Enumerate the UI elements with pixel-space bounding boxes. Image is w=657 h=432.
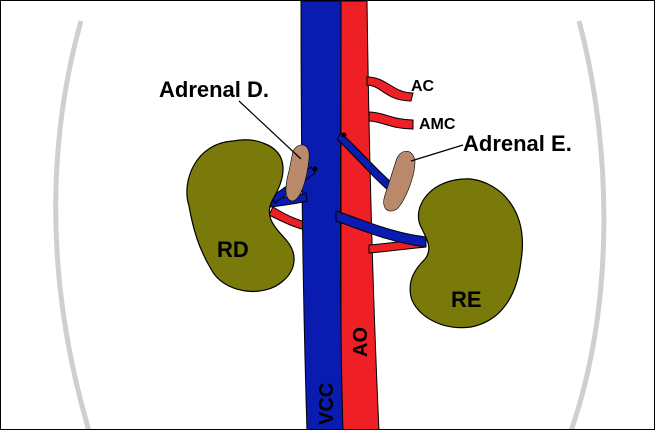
body-outline-right [571,21,604,430]
label-aorta: AO [350,327,372,357]
label-right-kidney: RD [217,237,249,262]
marker-dot-left [342,133,347,138]
celiac-artery [367,77,413,101]
body-outline-left [56,21,89,430]
label-sma: AMC [419,116,456,133]
label-adrenal-right: Adrenal D. [159,77,269,102]
leader-line-adrenal-left [411,145,463,161]
label-celiac-artery: AC [411,78,435,95]
label-left-kidney: RE [451,287,482,312]
label-vena-cava: VCC [316,383,338,425]
marker-dot-right [313,167,318,172]
label-adrenal-left: Adrenal E. [463,131,572,156]
superior-mesenteric-artery [369,112,413,129]
